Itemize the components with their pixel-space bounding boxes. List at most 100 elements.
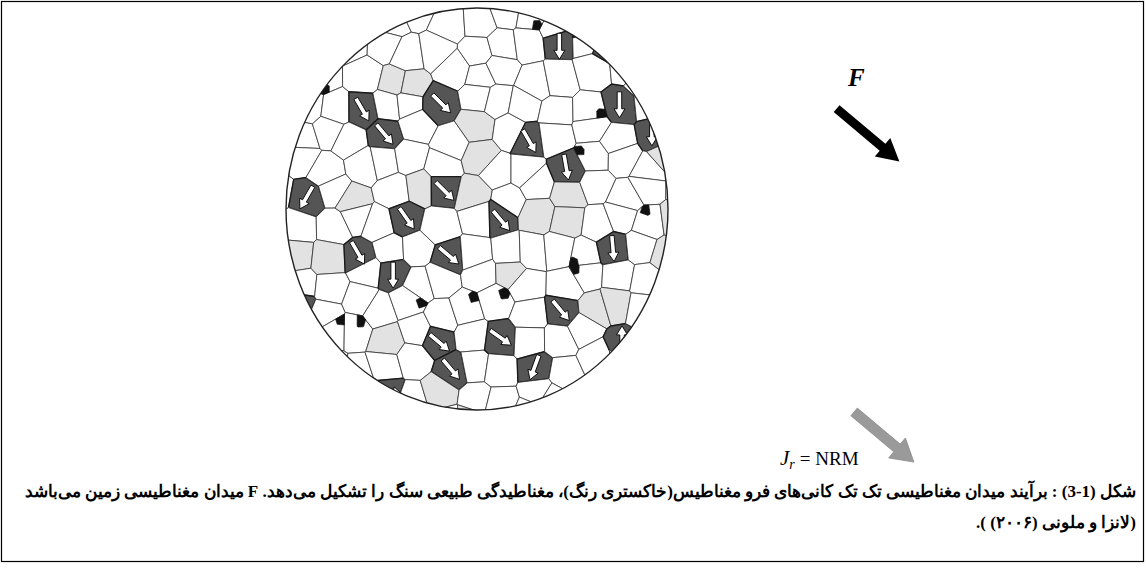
grain-moment-arrow <box>441 358 459 379</box>
mineral-grain <box>491 230 521 264</box>
mineral-grain <box>457 201 490 237</box>
mineral-grain <box>240 0 281 8</box>
mineral-grain <box>602 260 635 291</box>
mineral-grain <box>251 134 291 175</box>
grain-moment-arrow <box>354 97 369 121</box>
grain-moment-arrow <box>300 185 315 209</box>
opaque-grain <box>532 20 542 30</box>
mineral-grain <box>281 322 320 358</box>
grain-moment-arrow <box>431 93 451 113</box>
mineral-grain <box>458 405 486 450</box>
opaque-grain <box>357 315 366 327</box>
ferromagnetic-grain <box>593 33 629 64</box>
mineral-grain <box>305 380 343 414</box>
ferromagnetic-grain <box>366 119 404 149</box>
mineral-grain <box>638 325 670 362</box>
mineral-grain <box>311 240 345 275</box>
grain-moment-arrow <box>434 181 454 201</box>
mineral-grain <box>569 263 603 293</box>
opaque-grain <box>574 146 584 155</box>
mineral-grain <box>608 405 640 450</box>
mineral-grain <box>647 143 693 176</box>
grain-moment-arrow <box>583 387 608 401</box>
mineral-grain <box>322 412 383 450</box>
opaque-grain <box>569 265 579 274</box>
grain-moment-arrow <box>375 123 393 144</box>
grain-moment-arrow <box>604 34 617 59</box>
grain-moment-arrow <box>491 209 510 230</box>
mineral-grain <box>240 320 284 358</box>
opaque-grain <box>640 205 650 216</box>
opaque-grain <box>240 320 253 331</box>
field-label: F <box>848 64 865 92</box>
mineral-grain <box>641 375 670 410</box>
opaque-grain <box>662 267 680 282</box>
opaque-grain <box>336 314 345 325</box>
mineral-grain <box>611 375 642 407</box>
mineral-grain <box>541 0 581 15</box>
mineral-grain <box>634 85 664 121</box>
mineral-grain <box>373 90 400 122</box>
mineral-grain <box>424 148 465 177</box>
mineral-grain <box>240 207 285 246</box>
mineral-grain <box>280 240 314 271</box>
mineral-grain <box>459 0 496 6</box>
mineral-grain <box>624 60 662 96</box>
mineral-grain <box>545 397 582 450</box>
mineral-grain <box>285 7 315 49</box>
grain-moment-arrow <box>562 154 573 180</box>
mineral-grain <box>389 32 424 70</box>
grain-moment-arrow <box>614 92 625 118</box>
mineral-grain <box>240 27 292 59</box>
mineral-grain <box>608 0 641 7</box>
grain-moment-arrow <box>489 328 512 345</box>
opaque-grain <box>569 257 579 266</box>
ferromagnetic-grain <box>596 232 628 265</box>
mineral-grain <box>518 198 555 235</box>
mineral-grain <box>248 267 291 300</box>
mineral-grain <box>513 28 545 65</box>
opaque-grain <box>597 109 607 119</box>
mineral-grain <box>660 60 720 102</box>
mineral-grain <box>669 360 720 418</box>
mineral-grain <box>631 400 661 450</box>
mineral-grain <box>653 344 708 380</box>
grain-moment-arrow <box>428 333 449 352</box>
figure-frame <box>2 2 1144 562</box>
mineral-grain <box>483 412 523 450</box>
field-arrow <box>834 105 900 161</box>
grain-moment-arrow <box>608 235 619 261</box>
mineral-grain <box>240 52 286 97</box>
mineral-grain <box>658 316 720 360</box>
mineral-grain <box>461 350 489 383</box>
grain-moment-arrow <box>528 355 541 380</box>
mineral-grain <box>484 354 518 387</box>
mineral-grain <box>240 345 292 385</box>
mineral-grain <box>428 404 459 450</box>
mineral-grain <box>610 351 638 377</box>
ferromagnetic-grain <box>510 121 544 157</box>
mineral-grain <box>279 388 310 419</box>
ferromagnetic-grain <box>634 116 670 152</box>
field-symbol: F <box>848 64 865 91</box>
mineral-grain <box>659 0 720 13</box>
mineral-grain <box>240 374 280 418</box>
opaque-grain <box>565 397 576 413</box>
grain-moment-arrow <box>438 246 459 264</box>
subscript: r <box>789 457 794 472</box>
mineral-grain <box>478 150 511 190</box>
ferromagnetic-grain <box>603 324 638 355</box>
mineral-grain <box>508 268 546 302</box>
mineral-grain <box>281 59 309 96</box>
nrm-text: = NRM <box>800 448 859 469</box>
mineral-grain <box>240 115 281 172</box>
mineral-grain <box>454 319 488 352</box>
figure-caption: شکل (1-3) : برآیند میدان مغناطیسی تک تک … <box>10 476 1136 539</box>
mineral-grain <box>653 404 720 450</box>
mineral-grain <box>312 348 348 388</box>
nrm-label: Jr= NRM <box>780 446 859 473</box>
mineral-grain <box>508 85 542 122</box>
mineral-grain <box>368 0 403 3</box>
nrm-arrow <box>851 408 914 462</box>
